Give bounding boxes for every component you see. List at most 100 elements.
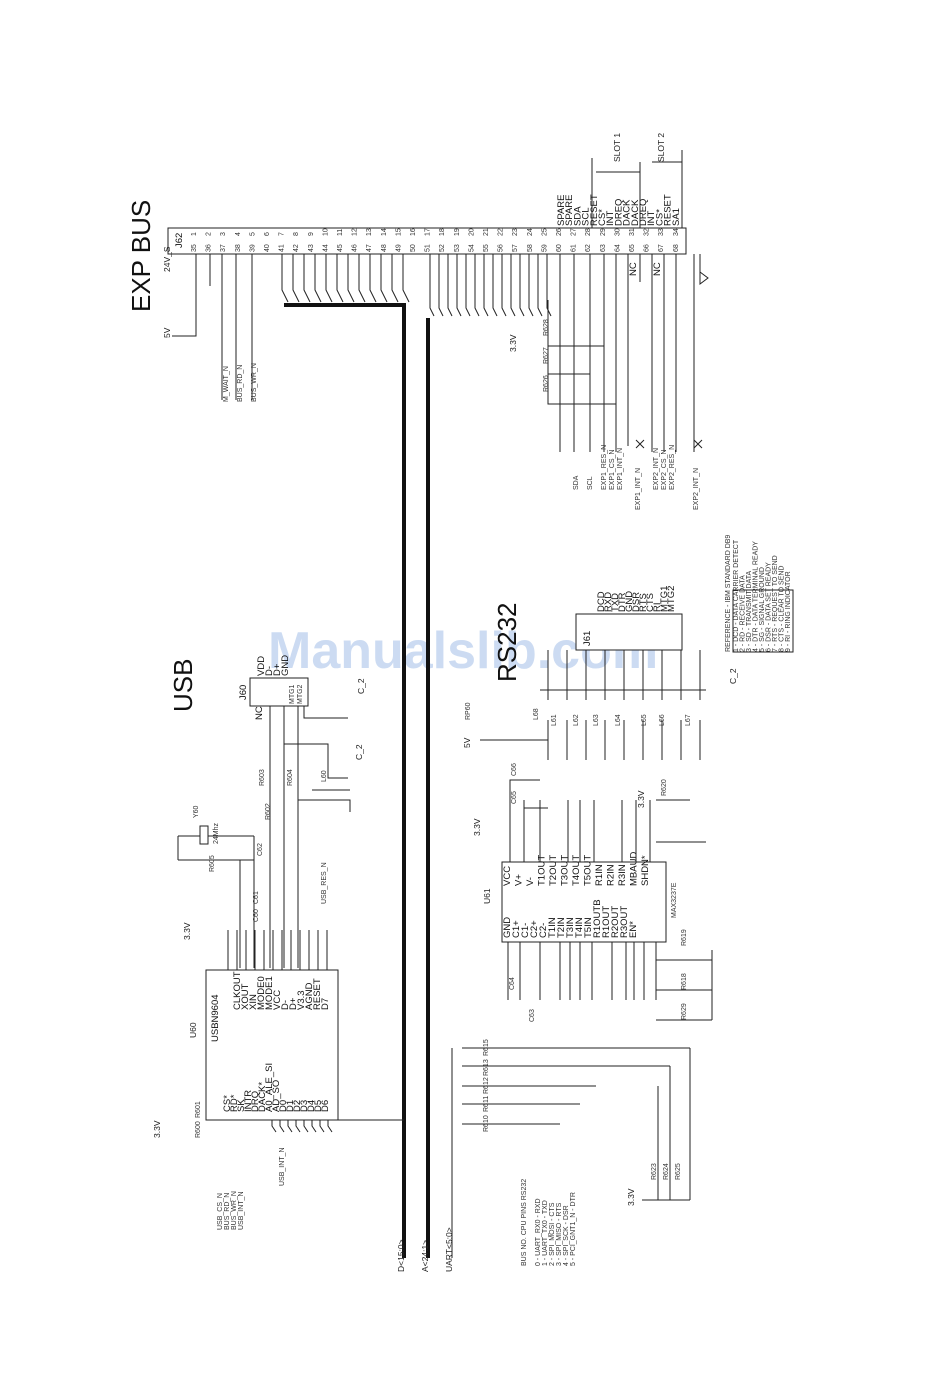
resistor-label: R628: [543, 319, 550, 336]
j61-pin-name: CTS: [645, 593, 656, 612]
shdn-wire: [656, 799, 706, 843]
u60-pin-name: XOUT: [240, 983, 251, 1010]
u61-pin-name: T2OUT: [548, 855, 559, 886]
j62-data-line: [358, 254, 366, 303]
rs232-3v3-c: 3.3V: [626, 1188, 636, 1206]
j62-pin-number: 55: [483, 244, 490, 252]
j62-pin-number: 20: [468, 228, 475, 236]
j62-addr-line: [483, 254, 489, 317]
reference-line: 2 - RD - RECEIVE DATA: [740, 575, 747, 652]
u61-pin-name: MBAUD: [629, 852, 640, 886]
j62-pin-number: 45: [337, 244, 344, 252]
slot1-label: SLOT 1: [612, 133, 622, 162]
j62-pin-number: 28: [585, 228, 592, 236]
j61-pin-name: TXD: [610, 593, 621, 612]
j62-pin-number: 24: [527, 228, 534, 236]
j62-pin-number: 58: [527, 244, 534, 252]
part-label: C63: [529, 1009, 536, 1022]
u61-ref: U61: [482, 888, 492, 904]
j60-pin-name: D+: [272, 663, 283, 676]
j62-pin-number: 44: [322, 244, 329, 252]
j62-nc-1: NC: [628, 262, 639, 276]
resistor-label: R627: [543, 347, 550, 364]
j62-addr-line: [501, 254, 507, 317]
u60-wires: [227, 930, 333, 1133]
usb-res-label: USB_RES_N: [321, 862, 328, 904]
bus-notes-line: 4 - SPI_SCK - DSR: [563, 1205, 570, 1266]
j62-signal-name: INT: [646, 211, 657, 227]
net-label: SCL: [587, 476, 594, 490]
j61-pin-name: DCD: [596, 591, 607, 612]
j62-pin-number: 60: [556, 244, 563, 252]
j62-pin-number: 39: [249, 244, 256, 252]
j62-pin-number: 57: [512, 244, 519, 252]
part-label: R600: [195, 1121, 202, 1138]
part-label: L62: [573, 714, 580, 726]
u61-chip: [501, 861, 667, 943]
j61-pin-name: MTG1: [659, 586, 670, 612]
j62-data-line: [391, 254, 399, 303]
j62-pin-number: 64: [614, 244, 621, 252]
u60-part: USBN9604: [210, 994, 221, 1042]
j62-pin-number: 62: [585, 244, 592, 252]
j61-ref: J61: [582, 631, 593, 646]
j62-pin-number: 52: [439, 244, 446, 252]
j62-pin-number: 14: [381, 228, 388, 236]
j62-pin-number: 21: [483, 228, 490, 236]
u60-left-pins: CS*RD*SKINTRDRQDACK*A0_ALE_SIAD_SOD0D1D2…: [222, 1063, 331, 1112]
u60-data-wire: [303, 1120, 309, 1133]
part-label: R625: [675, 1163, 682, 1180]
reference-line: 7 - RTS - REQUEST TO SEND: [772, 555, 779, 652]
part-label: C62: [257, 843, 264, 856]
u60-pin-name: MODE0: [256, 976, 267, 1010]
j62-pin-number: 11: [337, 229, 344, 236]
part-label: R603: [259, 769, 266, 786]
j62-ref: J62: [174, 233, 185, 248]
u60-pin-name: AD_SO: [271, 1080, 282, 1112]
part-label: R623: [651, 1163, 658, 1180]
j62-signal-name: INT: [605, 211, 616, 227]
u60-data-wire: [319, 1120, 325, 1133]
j62-pin-number: 68: [673, 244, 680, 252]
j61-pin-name: RXD: [603, 592, 614, 612]
j62-pin-number: 30: [614, 228, 621, 236]
j62-pin-number: 40: [264, 244, 271, 252]
bus-label-uart: UART<5:0>: [444, 1227, 454, 1272]
part-label: L68: [533, 708, 540, 720]
part-label: R618: [681, 973, 688, 990]
j62-signal-name: SPARE: [556, 194, 567, 226]
j62-pin-number: 66: [644, 244, 651, 252]
part-label: R620: [661, 779, 668, 796]
title-exp-bus: EXP BUS: [126, 200, 156, 312]
bus-notes-title: BUS NO. CPU PINS RS232: [521, 1179, 528, 1266]
j60-connector: [249, 677, 309, 707]
exp1-int-label: EXP1_INT_N: [635, 468, 642, 510]
j62-connector: [167, 227, 687, 255]
j62-signal-name: RESET: [589, 194, 600, 226]
u61-pin-name: C1-: [520, 923, 531, 938]
j62-signal-name: SDA: [572, 206, 583, 226]
j62-data-line: [347, 254, 355, 303]
j62-pin-number: 42: [293, 244, 300, 252]
j62-pin-number: 41: [279, 244, 286, 252]
u60-pin-name: CLKOUT: [232, 971, 243, 1010]
j62-addr-line: [447, 254, 453, 317]
j62-pin-number: 23: [512, 228, 519, 236]
u61-pin-name: C2+: [529, 920, 540, 938]
u60-pin-name: A0_ALE_SI: [264, 1063, 275, 1112]
j61-connector: [575, 613, 683, 651]
j62-pin-number: 10: [322, 228, 329, 236]
part-label: R604: [287, 769, 294, 786]
j62-pin-number: 6: [264, 232, 271, 236]
net-label: BUS_WR_N: [251, 363, 258, 402]
u61-pin-name: R3OUT: [619, 906, 630, 938]
part-label: RP60: [465, 702, 472, 720]
j62-pin-number: 56: [498, 244, 505, 252]
part-label: C61: [253, 891, 260, 904]
j60-pin-name: VDD: [256, 656, 267, 676]
u61-pin-name: T2IN: [556, 917, 567, 938]
